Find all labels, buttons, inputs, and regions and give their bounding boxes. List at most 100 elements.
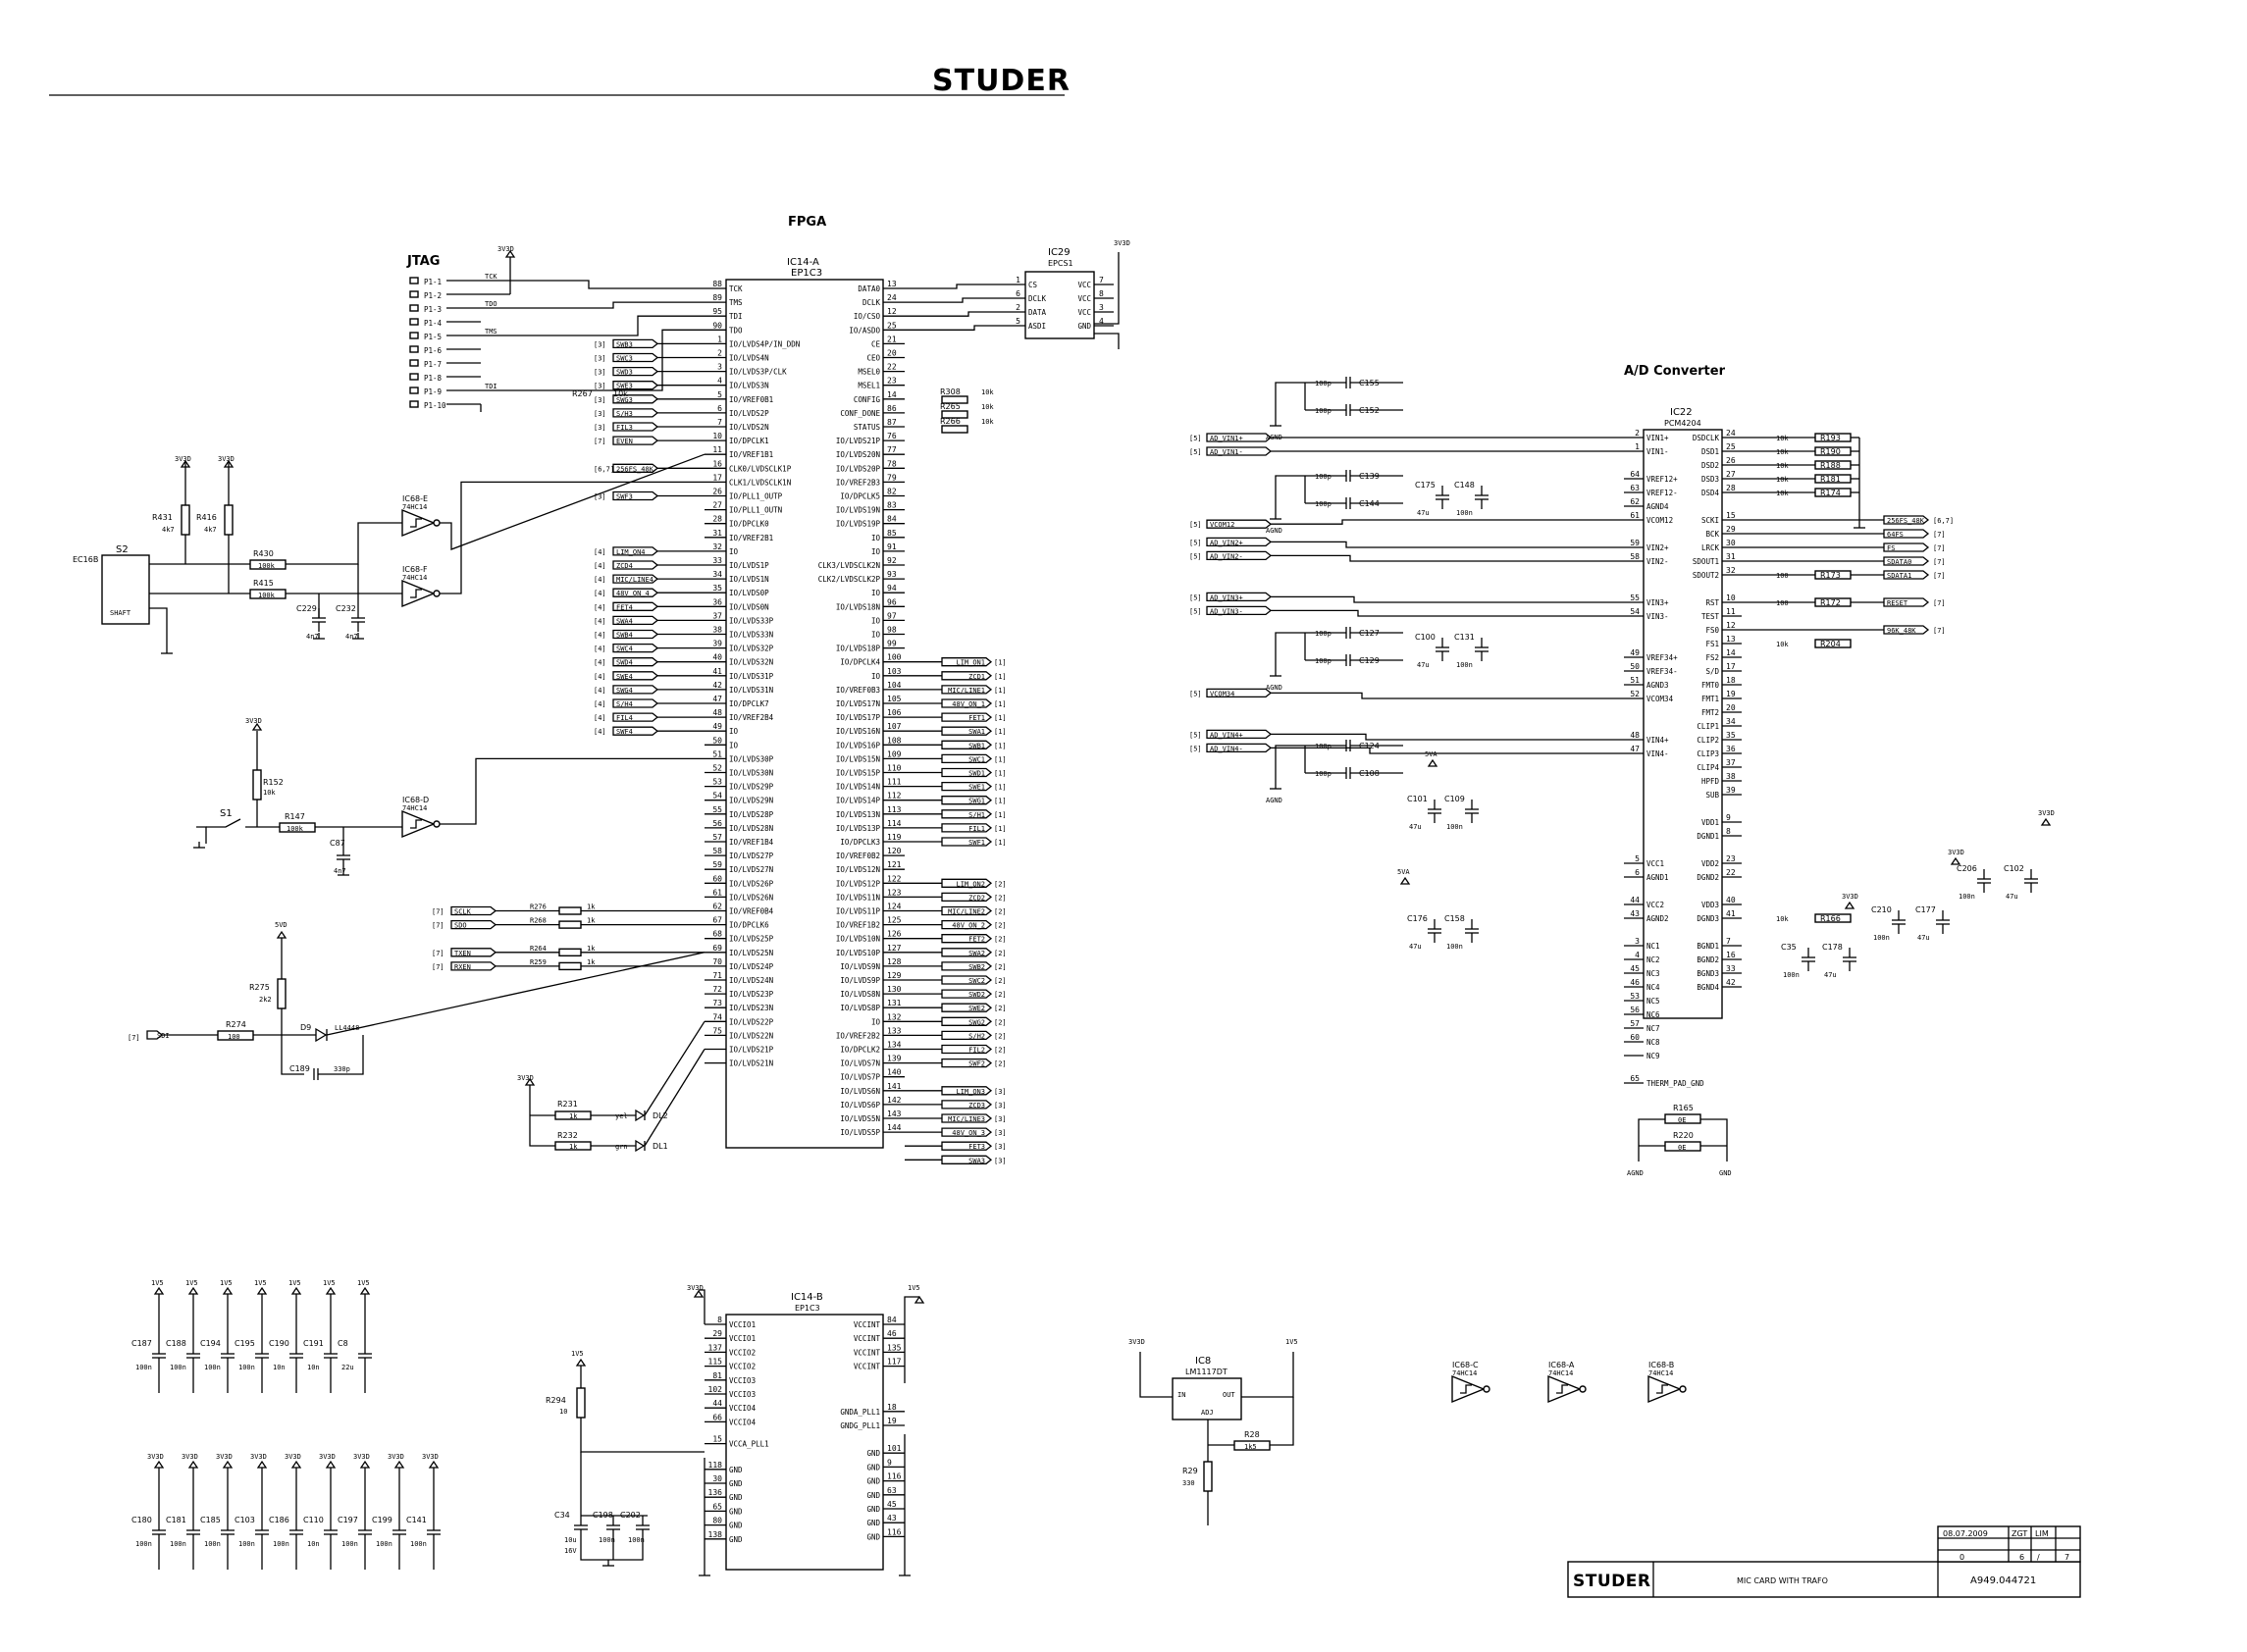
adc-left-pin-name: NC7 xyxy=(1646,1024,1660,1033)
fpga-right-pin-number: 76 xyxy=(887,432,897,440)
fpga-right-pin-number: 141 xyxy=(887,1082,902,1091)
pwr-left-pin-number: 136 xyxy=(708,1488,723,1497)
pwr-left-pin-name: VCCIO1 xyxy=(729,1334,756,1343)
fpga-right-pin-name: IO/LVDS15N xyxy=(836,754,880,763)
fpga-right-pin-number: 143 xyxy=(887,1110,902,1118)
adc-cap-plates xyxy=(1345,497,1351,509)
fpga-right-net-flag xyxy=(941,1016,993,1026)
spi-resistor-ref: R259 xyxy=(530,958,547,966)
fpga-right-pin-number: 107 xyxy=(887,722,902,731)
c189-right xyxy=(318,1035,364,1075)
fpga-left-net-name: SWF3 xyxy=(616,493,633,501)
sdi-net: SDI xyxy=(157,1032,170,1040)
adc-output-name: 96K_48K xyxy=(1887,627,1916,635)
pwr-left-pin-name: VCCIO3 xyxy=(729,1376,756,1385)
fpga-left-pin-number: 34 xyxy=(712,570,722,579)
title-block-rev: 0 xyxy=(1960,1553,1964,1562)
fpga-right-net-flag xyxy=(941,698,993,708)
pwr-left-pin-number: 102 xyxy=(708,1385,723,1394)
adc-cap-value: 100p xyxy=(1315,407,1332,415)
pwr-right-pin-name: GND xyxy=(866,1477,880,1486)
fpga-right-net-ref: [3] xyxy=(994,1143,1007,1151)
fpga-right-pin-number: 103 xyxy=(887,667,902,676)
r266-value: 10k xyxy=(981,418,994,426)
supply-arrow-icon xyxy=(914,1295,925,1304)
adc-aux-resistor-value: 10k xyxy=(1776,915,1789,923)
fpga-left-pin-name: IO/LVDS27N xyxy=(729,865,773,874)
decoupling-cap-value: 100n xyxy=(238,1364,255,1371)
adc-right-pin-number: 26 xyxy=(1726,456,1736,465)
fpga-left-pin-number: 31 xyxy=(712,529,722,538)
inverter-part: 74HC14 xyxy=(1452,1369,1477,1377)
fpga-right-net-name: SWB2 xyxy=(968,963,985,971)
adc-left-pin-number: 46 xyxy=(1630,978,1640,987)
fpga-left-pin-name: IO/LVDS2N xyxy=(729,423,769,432)
dsd-resistor-ref: R193 xyxy=(1820,434,1841,442)
dl2-out xyxy=(644,1020,705,1116)
fpga-left-net-name: SWC4 xyxy=(616,645,633,653)
fpga-left-net-ref: [4] xyxy=(594,562,606,570)
fpga-right-pin-name: IO/LVDS18N xyxy=(836,602,880,611)
fpga-left-net-name: FIL3 xyxy=(616,424,633,432)
r308-value: 10k xyxy=(981,388,994,396)
adc-aux-resistor-ref: R204 xyxy=(1820,640,1841,648)
adc-right-pin-number: 24 xyxy=(1726,429,1736,438)
c202-value: 100n xyxy=(628,1536,645,1544)
inverter-ref: IC68-B xyxy=(1648,1361,1674,1369)
adc-right-pin-name: DGND2 xyxy=(1697,873,1719,882)
r430-value: 100k xyxy=(258,562,276,570)
adc-left-pin-name: VIN4+ xyxy=(1646,736,1669,745)
adc-aux-resistor-value: 100 xyxy=(1776,599,1789,607)
decoupling-cap-value: 10n xyxy=(307,1364,320,1371)
supply-cap-ref: C100 xyxy=(1415,633,1436,642)
s1-switch-icon xyxy=(206,818,280,828)
adc-input-ref: [5] xyxy=(1189,731,1202,739)
fpga-left-net-ref: [4] xyxy=(594,645,606,653)
adc-output-ref: [7] xyxy=(1933,599,1946,607)
fpga-left-pin-number: 61 xyxy=(712,888,722,897)
fpga-left-pin-number: 88 xyxy=(712,280,722,288)
adc-input-flag xyxy=(1206,446,1273,456)
fpga-right-pin-name: CE xyxy=(871,339,881,348)
supply-arrow-icon xyxy=(223,459,235,468)
fpga-right-net-flag xyxy=(941,989,993,999)
c198-value: 100n xyxy=(599,1536,615,1544)
inverter-bubble-icon xyxy=(433,519,441,527)
inverter-bubble-icon xyxy=(1483,1385,1490,1393)
fpga-right-pin-name: IO/LVDS5P xyxy=(840,1128,880,1137)
fpga-right-pin-number: 94 xyxy=(887,584,897,593)
adc-right-pin-number: 10 xyxy=(1726,594,1736,602)
pwr-left-pin-name: VCCIO2 xyxy=(729,1363,756,1371)
fpga-right-net-name: SWF1 xyxy=(968,839,985,847)
r152-value: 10k xyxy=(263,789,276,797)
fpga-right-pin-number: 98 xyxy=(887,626,897,635)
adc-right-pin-name: SDOUT1 xyxy=(1693,557,1719,566)
decoupling-cap-value: 100n xyxy=(135,1540,152,1548)
schmitt-inverter-icon xyxy=(401,809,436,839)
fpga-right-net-ref: [2] xyxy=(994,991,1007,999)
supply-arrow-icon xyxy=(693,1289,705,1298)
pwr-supply-3v3: 3V3D xyxy=(687,1284,704,1292)
adc-right-pin-name: DGND3 xyxy=(1697,914,1719,923)
fpga-right-pin-number: 24 xyxy=(887,293,897,302)
adc-aux-resistor-ref: R173 xyxy=(1820,571,1841,580)
adc-left-pin-name: NC8 xyxy=(1646,1038,1660,1047)
hysteresis-icon xyxy=(1556,1384,1568,1394)
pwr-left-pin-name: VCCIO4 xyxy=(729,1418,757,1426)
led-yel-label: yel xyxy=(615,1112,628,1120)
fpga-right-net-ref: [2] xyxy=(994,894,1007,902)
decoupling-cap-ref: C110 xyxy=(303,1516,324,1524)
fpga-right-pin-name: IO/LVDS10N xyxy=(836,935,880,944)
adc-cap-value: 100p xyxy=(1315,770,1332,778)
pll-gnd-rail xyxy=(580,1539,644,1561)
config-rom-part: EPCS1 xyxy=(1048,259,1073,268)
r232-label: R232 xyxy=(557,1131,578,1140)
fpga-left-pin-number: 59 xyxy=(712,860,722,869)
rom-right-pin-number: 8 xyxy=(1099,289,1104,298)
fpga-right-net-flag xyxy=(941,905,993,916)
fpga-left-net-ref: [3] xyxy=(594,369,606,377)
fpga-right-pin-name: IO/LVDS16P xyxy=(836,741,881,749)
r415-label: R415 xyxy=(253,579,274,588)
inverter-part: 74HC14 xyxy=(402,804,427,812)
inverter-part: 74HC14 xyxy=(1548,1369,1573,1377)
